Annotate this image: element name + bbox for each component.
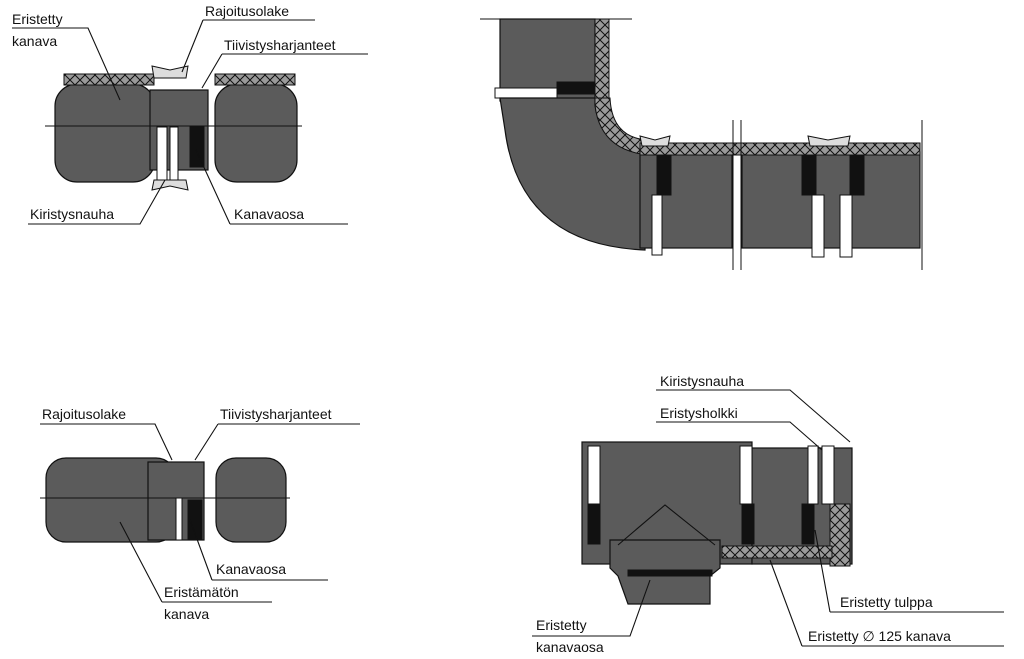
bl-seal: [187, 499, 203, 541]
elbow: [499, 97, 646, 251]
leader-insulated-duct: [12, 27, 121, 101]
t-gap-right-1: [807, 445, 819, 505]
horizontal-duct-2: [741, 151, 921, 249]
leader-br-sleeve: [656, 421, 823, 451]
leader-limit-collar: [181, 19, 315, 73]
leader-clamp-band: [28, 179, 166, 225]
vertical-clamp-gap: [494, 87, 558, 99]
figure-uninsulated-duct-joint: Rajoitusolake Tiivistysharjanteet Kanava…: [40, 406, 360, 622]
leader-bl-uninsulated: [119, 521, 272, 603]
clamp-gap: [156, 126, 168, 183]
right-duct: [214, 83, 298, 183]
h-seal-2: [801, 154, 817, 196]
t-gap-right-2: [821, 445, 835, 505]
t-gap-left: [587, 445, 601, 505]
vertical-insulation: [594, 18, 610, 104]
right-insulation-top: [214, 73, 296, 86]
t-seal-mid: [741, 503, 755, 545]
br-label-duct-part-2: kanavaosa: [536, 639, 604, 655]
label-insulated-duct-1: Eristetty: [12, 11, 63, 27]
sealing-ridge-block: [189, 126, 205, 168]
bl-gap: [175, 497, 183, 541]
br-label-clamp-band: Kiristysnauha: [660, 373, 744, 389]
br-label-insulated-duct: Eristetty ∅ 125 kanava: [808, 628, 951, 644]
left-duct: [54, 83, 156, 183]
leader-sealing-ridges: [201, 53, 368, 89]
vertical-seal: [556, 81, 596, 95]
label-insulated-duct-2: kanava: [12, 33, 57, 49]
label-limit-collar: Rajoitusolake: [205, 3, 289, 19]
label-duct-part: Kanavaosa: [234, 206, 304, 222]
elbow-collar: [639, 135, 671, 147]
t-seal-left: [587, 503, 601, 545]
leader-br-plug: [814, 529, 1004, 613]
br-label-insulation-sleeve: Eristysholkki: [660, 405, 738, 421]
bl-label-duct-part: Kanavaosa: [216, 561, 286, 577]
label-sealing-ridges: Tiivistysharjanteet: [224, 37, 336, 53]
leader-bl-collar: [40, 423, 173, 461]
bl-label-sealing-ridges: Tiivistysharjanteet: [220, 406, 332, 422]
leader-bl-duct-part: [189, 519, 328, 581]
leader-bl-ridges: [194, 423, 360, 461]
leader-br-duct-part: [532, 579, 651, 637]
br-label-insulated-plug: Eristetty tulppa: [840, 594, 933, 610]
leader-br-insulated-duct: [769, 559, 1004, 647]
h-seal-1: [656, 154, 672, 196]
leader-br-clamp: [656, 389, 851, 443]
h-gap-3: [839, 194, 853, 258]
h-gap-1: [651, 194, 663, 256]
limit-collar-bottom: [151, 179, 189, 191]
t-gap-mid: [739, 445, 753, 505]
h-gap-2: [811, 194, 825, 258]
label-clamp-band: Kiristysnauha: [30, 206, 114, 222]
bl-label-uninsulated-1: Eristämätön: [164, 584, 239, 600]
figure-elbow-insulated: [480, 18, 923, 270]
leader-duct-part: [195, 149, 348, 225]
br-label-duct-part-1: Eristetty: [536, 617, 587, 633]
h-seal-3: [849, 154, 865, 196]
limit-collar-top: [151, 65, 189, 79]
t-branch-seal: [627, 569, 713, 577]
bl-label-limit-collar: Rajoitusolake: [42, 406, 126, 422]
t-branch-mitre: [617, 504, 716, 546]
figure-insulated-duct-joint: Eristetty kanava Rajoitusolake Tiivistys…: [12, 3, 368, 225]
t-seal-right: [801, 503, 815, 545]
t-insulation-strip: [721, 545, 833, 559]
bl-label-uninsulated-2: kanava: [164, 606, 209, 622]
figure-t-branch: Kiristysnauha Eristysholkki Eristetty tu…: [532, 373, 1004, 655]
clamp-gap-2: [169, 126, 179, 183]
t-insulated-plug: [829, 503, 851, 567]
joint-collar: [807, 135, 851, 147]
right-uninsulated-duct: [215, 457, 287, 543]
horizontal-insulation: [639, 142, 921, 156]
